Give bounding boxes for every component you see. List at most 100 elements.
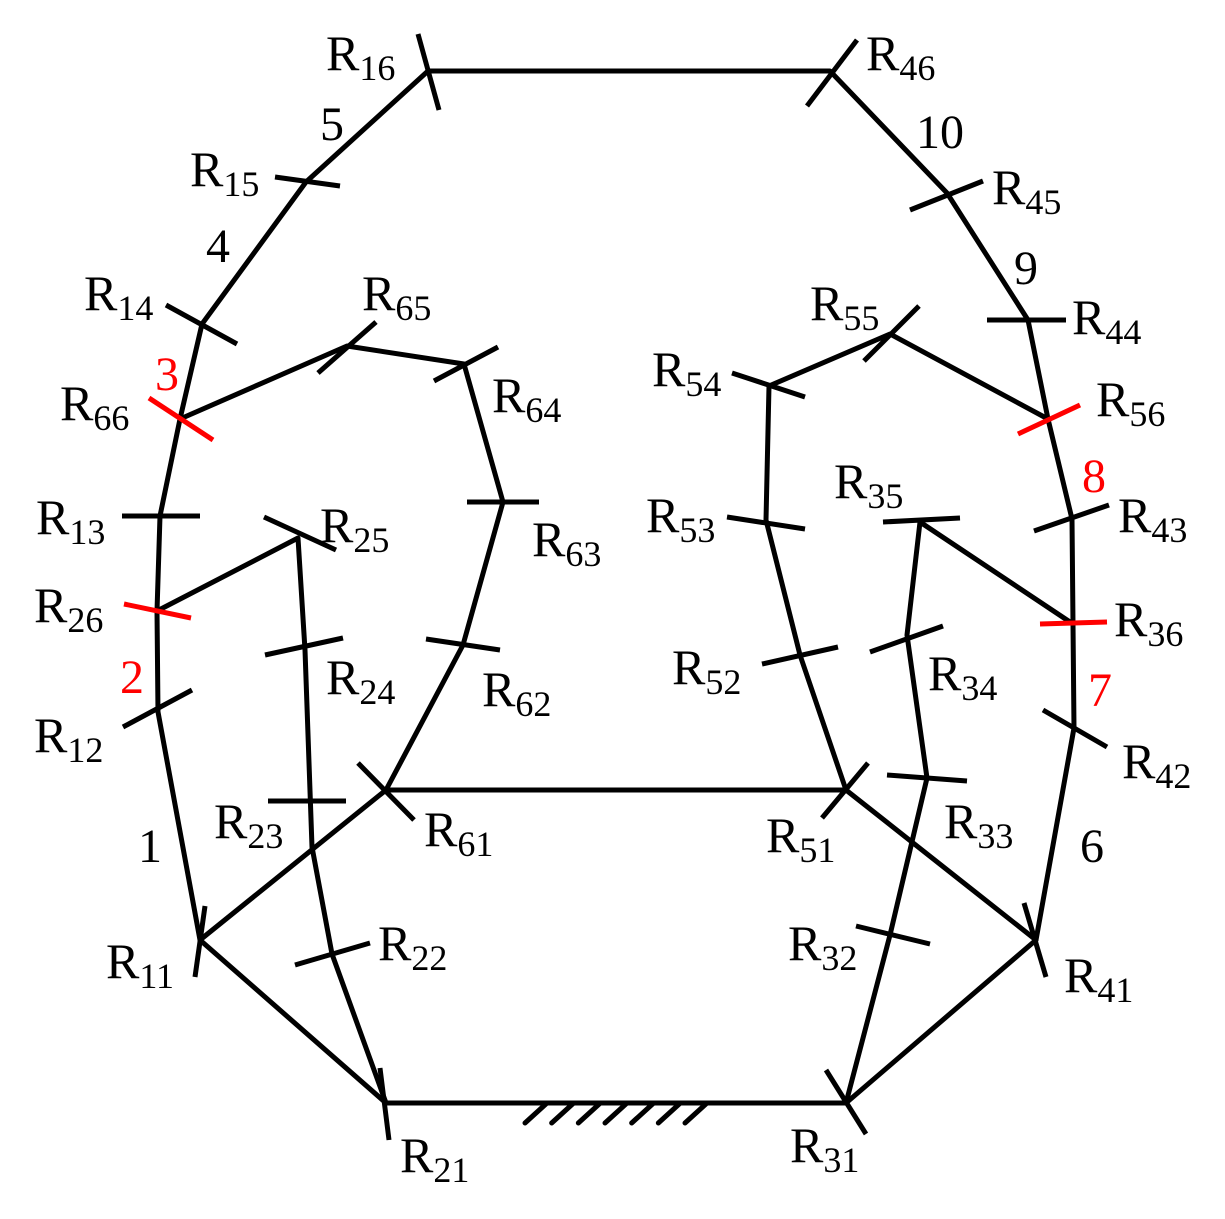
joint-label-main: R: [834, 453, 868, 509]
joint-label-main: R: [944, 793, 978, 849]
joint-label-r11: R11: [106, 933, 174, 996]
joint-label-subscript: 62: [515, 684, 551, 724]
joint-label-subscript: 24: [359, 672, 395, 712]
link-polyline-2: [154, 535, 389, 1106]
joint-tick-r55: [862, 304, 921, 363]
joint-label-main: R: [60, 375, 94, 431]
joint-tick-r42: [1041, 707, 1109, 750]
joint-tick-r31: [823, 1068, 869, 1136]
joint-tick-r12: [121, 687, 194, 730]
joint-label-subscript: 32: [821, 938, 857, 978]
link-number-10: 10: [916, 106, 964, 159]
ground-hatch-line: [522, 1100, 550, 1126]
link-polyline-4: [197, 787, 1039, 943]
joint-label-subscript: 56: [1129, 394, 1165, 434]
joint-label-r62: R62: [482, 661, 551, 724]
joint-label-r12: R12: [34, 707, 103, 770]
joint-label-r65: R65: [362, 265, 431, 328]
joint-label-r21: R21: [400, 1127, 469, 1190]
joint-tick-r36: [1039, 619, 1108, 627]
joint-label-subscript: 51: [799, 830, 835, 870]
ground-hatch-line: [655, 1100, 683, 1126]
joint-tick-r11: [192, 905, 208, 978]
joint-label-r14: R14: [84, 265, 153, 328]
joint-label-r52: R52: [672, 639, 741, 702]
link-number-2: 2: [120, 651, 144, 704]
joint-tick-r16: [415, 33, 442, 111]
link-number-8: 8: [1082, 450, 1106, 503]
joint-label-r25: R25: [320, 497, 389, 560]
joint-label-subscript: 15: [223, 164, 259, 204]
joint-label-subscript: 16: [359, 48, 395, 88]
joint-tick-r24: [264, 635, 344, 658]
joint-label-r33: R33: [944, 793, 1013, 856]
joint-tick-r32: [855, 923, 931, 947]
link-polyline-5: [177, 343, 506, 793]
joint-label-subscript: 31: [823, 1140, 859, 1180]
joint-tick-r53: [726, 514, 806, 532]
joint-label-main: R: [190, 141, 224, 197]
joint-label-main: R: [928, 645, 962, 701]
joint-label-main: R: [790, 1117, 824, 1173]
joint-tick-r65: [316, 320, 378, 375]
joint-label-subscript: 64: [525, 390, 561, 430]
joint-label-main: R: [766, 807, 800, 863]
link-number-4: 4: [206, 220, 230, 273]
joint-tick-r34: [869, 623, 944, 655]
joint-label-main: R: [788, 915, 822, 971]
joint-label-main: R: [492, 367, 526, 423]
ground-hatch-line: [602, 1100, 630, 1126]
joint-label-r31: R31: [790, 1117, 859, 1180]
joint-label-main: R: [810, 275, 844, 331]
joint-label-subscript: 34: [961, 668, 997, 708]
ground-hatching: [522, 1100, 710, 1126]
joint-tick-r43: [1033, 502, 1110, 534]
joint-ticks: [121, 33, 1110, 1141]
joint-label-subscript: 22: [411, 938, 447, 978]
ground-hatch-line: [549, 1100, 577, 1126]
joint-label-r23: R23: [214, 793, 283, 856]
joint-label-subscript: 44: [1105, 312, 1141, 352]
joint-label-main: R: [1122, 733, 1156, 789]
joint-label-main: R: [992, 159, 1026, 215]
link-polyline-6: [763, 331, 1051, 793]
joint-label-r45: R45: [992, 159, 1061, 222]
joint-tick-r22: [294, 940, 371, 968]
joint-tick-r33: [886, 772, 968, 784]
joint-label-main: R: [424, 801, 458, 857]
joint-label-subscript: 13: [69, 512, 105, 552]
joint-label-subscript: 42: [1155, 756, 1191, 796]
link-number-7: 7: [1088, 664, 1112, 717]
joint-label-subscript: 14: [117, 288, 153, 328]
joint-label-subscript: 35: [867, 476, 903, 516]
link-number-1: 1: [138, 820, 162, 873]
joint-label-subscript: 25: [353, 520, 389, 560]
ground-hatch-line: [629, 1100, 657, 1126]
joint-label-main: R: [34, 577, 68, 633]
joint-label-subscript: 33: [977, 816, 1013, 856]
joint-label-subscript: 21: [433, 1150, 469, 1190]
ground-hatch-line: [682, 1100, 710, 1126]
joint-tick-r25: [262, 514, 338, 553]
joint-label-subscript: 36: [1147, 614, 1183, 654]
link-number-5: 5: [320, 98, 344, 151]
link-polyline-3: [843, 519, 1076, 1106]
joint-label-main: R: [646, 487, 680, 543]
joint-label-subscript: 63: [565, 534, 601, 574]
joint-tick-r14: [164, 302, 239, 347]
joint-label-r66: R66: [60, 375, 129, 438]
joint-label-subscript: 55: [843, 298, 879, 338]
joint-label-subscript: 65: [395, 288, 431, 328]
joint-label-r44: R44: [1072, 289, 1141, 352]
joint-label-subscript: 46: [899, 48, 935, 88]
joint-tick-r26: [123, 601, 192, 621]
joint-label-r26: R26: [34, 577, 103, 640]
joint-label-main: R: [482, 661, 516, 717]
joint-label-r42: R42: [1122, 733, 1191, 796]
joint-label-main: R: [362, 265, 396, 321]
joint-label-r55: R55: [810, 275, 879, 338]
joint-label-r63: R63: [532, 511, 601, 574]
joint-label-main: R: [36, 489, 70, 545]
